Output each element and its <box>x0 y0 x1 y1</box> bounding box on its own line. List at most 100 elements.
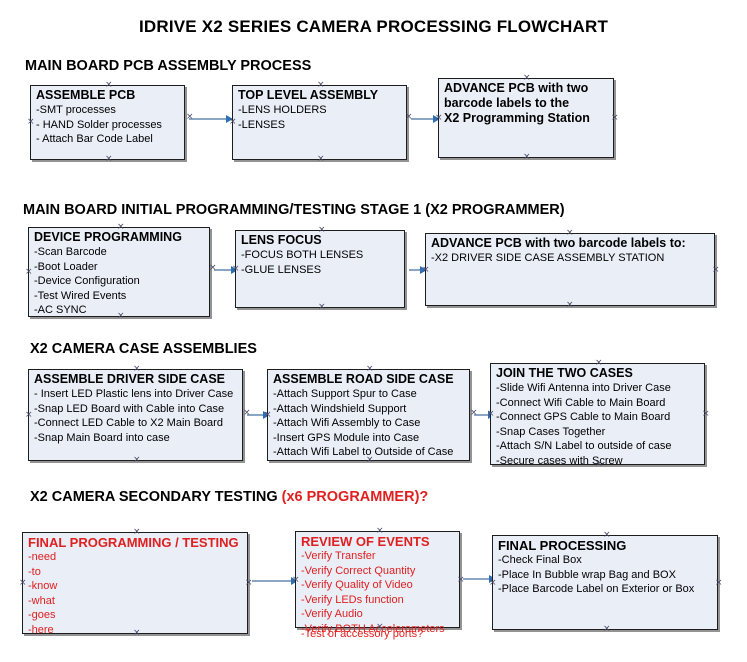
node-final-processing[interactable]: FINAL PROCESSING -Check Final Box -Place… <box>492 535 718 630</box>
node-line: -Snap LED Board with Cable into Case <box>34 402 225 415</box>
handle-bottom-icon[interactable] <box>117 313 124 320</box>
node-line: -what <box>28 594 55 607</box>
node-title: DEVICE PROGRAMMING <box>34 230 182 244</box>
node-line: -Connect LED Cable to X2 Main Board <box>34 417 223 429</box>
node-title: ASSEMBLE ROAD SIDE CASE <box>273 372 454 386</box>
handle-left-icon[interactable] <box>489 580 496 587</box>
connector-assemble-pcb-to-top-level <box>189 115 233 123</box>
node-line: -Slide Wifi Antenna into Driver Case <box>496 382 671 394</box>
node-line: - HAND Solder processes <box>36 118 162 131</box>
handle-bottom-icon[interactable] <box>603 626 610 633</box>
handle-connector-icon[interactable] <box>209 265 216 272</box>
node-lens-focus[interactable]: LENS FOCUS -FOCUS BOTH LENSES -GLUE LENS… <box>235 230 405 308</box>
node-title: ASSEMBLE DRIVER SIDE CASE <box>34 372 226 386</box>
node-title: JOIN THE TWO CASES <box>496 366 633 380</box>
handle-top-icon[interactable] <box>595 360 602 367</box>
node-top-level-assembly[interactable]: TOP LEVEL ASSEMBLY -LENS HOLDERS -LENSES <box>232 85 407 160</box>
node-line: -Check Final Box <box>498 554 582 566</box>
handle-left-icon[interactable] <box>487 411 494 418</box>
handle-top-icon[interactable] <box>133 529 140 536</box>
node-line: -know <box>28 580 58 592</box>
node-line: -Place Barcode Label on Exterior or Box <box>498 583 695 595</box>
node-line: -Snap Main Board into case <box>34 431 170 444</box>
node-line: -Attach Wifi Assembly to Case <box>273 417 421 429</box>
node-advance-pcb-driver-side-case[interactable]: ADVANCE PCB with two barcode labels to: … <box>425 233 715 306</box>
handle-top-icon[interactable] <box>523 75 530 82</box>
handle-right-icon[interactable] <box>611 115 618 122</box>
handle-right-icon[interactable] <box>715 580 722 587</box>
handle-top-icon[interactable] <box>105 82 112 89</box>
connector-final-programming-to-review-of-events <box>252 577 298 585</box>
node-device-programming[interactable]: DEVICE PROGRAMMING -Scan Barcode -Boot L… <box>28 227 210 317</box>
node-line: -Snap Cases Together <box>496 425 606 438</box>
node-title: ADVANCE PCB with two <box>444 81 589 95</box>
handle-left-icon[interactable] <box>229 119 236 126</box>
handle-right-icon[interactable] <box>712 267 719 274</box>
handle-bottom-icon[interactable] <box>595 461 602 468</box>
handle-right-icon[interactable] <box>245 580 252 587</box>
node-line: -Insert GPS Module into Case <box>273 431 420 444</box>
handle-left-icon[interactable] <box>19 580 26 587</box>
handle-right-icon[interactable] <box>702 411 709 418</box>
handle-bottom-icon[interactable] <box>523 154 530 161</box>
handle-left-icon[interactable] <box>25 412 32 419</box>
handle-left-icon[interactable] <box>264 412 271 419</box>
node-line: -Attach S/N Label to outside of case <box>496 440 672 452</box>
handle-top-icon[interactable] <box>317 82 324 89</box>
handle-left-icon[interactable] <box>232 266 239 273</box>
node-final-programming-testing[interactable]: FINAL PROGRAMMING / TESTING -need -to -k… <box>19 529 248 637</box>
handle-connector-icon[interactable] <box>243 410 250 417</box>
node-line: -here <box>28 623 54 636</box>
handle-top-icon[interactable] <box>566 230 573 237</box>
node-line: -to <box>28 565 41 578</box>
handle-bottom-icon[interactable] <box>317 156 324 163</box>
handle-bottom-icon[interactable] <box>133 457 140 464</box>
node-line: -Attach Windshield Support <box>273 402 407 415</box>
node-line: -Connect GPS Cable to Main Board <box>496 411 671 423</box>
handle-top-icon[interactable] <box>376 528 383 535</box>
node-line: -Verify LEDs function <box>301 593 404 606</box>
handle-bottom-icon[interactable] <box>318 304 325 311</box>
handle-bottom-icon[interactable] <box>366 457 373 464</box>
node-line: -AC SYNC <box>34 304 87 316</box>
node-title-line2: barcode labels to the <box>444 96 570 110</box>
handle-left-icon[interactable] <box>435 115 442 122</box>
handle-bottom-icon[interactable] <box>566 302 573 309</box>
node-line: -Verify Correct Quantity <box>301 564 416 577</box>
node-line: -Scan Barcode <box>34 246 107 258</box>
node-review-of-events[interactable]: REVIEW OF EVENTS -Verify Transfer -Verif… <box>292 528 460 640</box>
node-assemble-driver-side-case[interactable]: ASSEMBLE DRIVER SIDE CASE - Insert LED P… <box>28 369 243 461</box>
handle-bottom-icon[interactable] <box>105 156 112 163</box>
page-title: IDRIVE X2 SERIES CAMERA PROCESSING FLOWC… <box>138 17 609 36</box>
handle-top-icon[interactable] <box>117 224 124 231</box>
handle-left-icon[interactable] <box>422 267 429 274</box>
handle-connector-icon[interactable] <box>405 114 412 121</box>
handle-connector-icon[interactable] <box>186 114 193 121</box>
section-heading-x2-camera-secondary-testing: X2 CAMERA SECONDARY TESTING (x6 PROGRAMM… <box>30 489 428 505</box>
handle-top-icon[interactable] <box>603 532 610 539</box>
node-advance-pcb-programming-station[interactable]: ADVANCE PCB with two barcode labels to t… <box>438 78 614 158</box>
node-join-the-two-cases[interactable]: JOIN THE TWO CASES -Slide Wifi Antenna i… <box>487 360 705 468</box>
handle-top-icon[interactable] <box>366 366 373 373</box>
node-title-line3: X2 Programming Station <box>444 111 590 125</box>
node-title: LENS FOCUS <box>241 233 322 247</box>
node-line: -need <box>28 551 57 563</box>
node-overflow-line: -Test of accessory ports? <box>301 628 424 640</box>
handle-left-icon[interactable] <box>27 119 34 126</box>
handle-connector-icon[interactable] <box>470 410 477 417</box>
handle-top-icon[interactable] <box>133 366 140 373</box>
handle-left-icon[interactable] <box>292 577 299 584</box>
node-line: -Connect Wifi Cable to Main Board <box>496 396 666 409</box>
handle-bottom-icon[interactable] <box>376 624 383 631</box>
node-title: ASSEMBLE PCB <box>36 88 136 102</box>
node-line: -goes <box>28 609 56 621</box>
node-assemble-road-side-case[interactable]: ASSEMBLE ROAD SIDE CASE -Attach Support … <box>267 369 470 461</box>
handle-bottom-icon[interactable] <box>133 630 140 637</box>
handle-left-icon[interactable] <box>25 269 32 276</box>
handle-top-icon[interactable] <box>318 227 325 234</box>
node-line: -Boot Loader <box>34 260 98 273</box>
section-heading-accent: (x6 PROGRAMMER)? <box>281 489 429 505</box>
node-assemble-pcb[interactable]: ASSEMBLE PCB -SMT processes - HAND Solde… <box>30 85 185 160</box>
node-line: -FOCUS BOTH LENSES <box>241 249 364 261</box>
